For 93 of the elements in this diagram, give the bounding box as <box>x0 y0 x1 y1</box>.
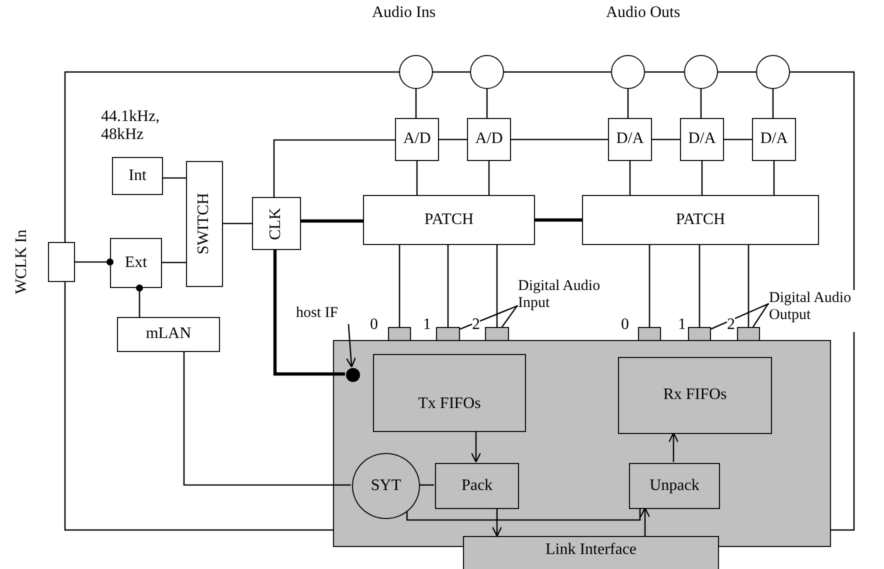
leader-line <box>346 324 356 368</box>
arrow <box>640 507 650 536</box>
block-box <box>608 118 652 161</box>
block-label: mLAN <box>146 325 192 344</box>
block-box <box>752 118 796 161</box>
connector-line <box>162 262 186 264</box>
connector-line <box>773 161 775 195</box>
block-label: SWITCH <box>195 193 214 255</box>
jack-circle <box>756 55 790 89</box>
block-box <box>582 195 819 245</box>
port-box <box>485 327 509 341</box>
connector-line <box>535 218 582 222</box>
block-box <box>110 238 162 288</box>
block-box <box>629 463 720 509</box>
buffer-box <box>618 357 772 434</box>
block-label: PATCH <box>676 210 726 230</box>
block-label: Pack <box>461 476 493 496</box>
connector-line <box>183 352 351 486</box>
block-label: A/D <box>403 130 431 149</box>
leader-line <box>710 303 770 330</box>
connector-line <box>398 245 400 327</box>
block-label: Tx FIFOs <box>418 394 481 414</box>
connector-line <box>511 138 608 140</box>
connector-line <box>724 138 752 140</box>
port-box <box>388 327 411 341</box>
heading-label: Audio Outs <box>606 4 680 22</box>
arrow <box>470 431 482 463</box>
annotation-label: Digital Audio Output <box>769 290 852 324</box>
port-box <box>688 327 711 341</box>
connector-line <box>496 245 498 327</box>
connector-line <box>748 245 750 327</box>
block-label: Rx FIFOs <box>663 386 727 405</box>
junction-dot <box>346 368 360 382</box>
jack-circle <box>684 55 718 89</box>
connector-line <box>163 177 186 179</box>
jack-circle <box>611 55 645 89</box>
leader-line <box>460 305 518 330</box>
block-box <box>435 463 519 509</box>
block-label: D/A <box>616 130 644 149</box>
block-label: SYT <box>370 476 402 496</box>
connector-line <box>273 250 345 376</box>
connector-line <box>700 89 702 118</box>
connector-line <box>301 219 363 223</box>
block-box <box>112 157 163 195</box>
connector-line <box>648 245 650 327</box>
block-box <box>363 195 535 245</box>
connector-line <box>652 138 680 140</box>
block-label: PATCH <box>424 210 474 230</box>
connector-line <box>447 245 449 327</box>
block-label: Ext <box>124 254 148 272</box>
connector-line <box>627 89 629 118</box>
block-label: D/A <box>760 130 788 149</box>
block-box <box>252 197 301 250</box>
leader-line <box>752 303 770 328</box>
block-label: Link Interface <box>545 541 637 560</box>
annotation-label: Digital Audio Input <box>518 278 602 312</box>
jack-circle <box>399 55 433 89</box>
block-label: Unpack <box>650 476 700 496</box>
block-box <box>395 118 439 161</box>
port-box <box>638 327 661 341</box>
connector-line <box>488 161 490 195</box>
connector-line <box>273 139 395 197</box>
port-box <box>737 327 760 341</box>
jack-circle <box>470 55 504 89</box>
connector-line <box>701 161 703 195</box>
connector-line <box>223 222 252 224</box>
side-label: WCLK In <box>13 228 31 296</box>
block-label: Int <box>128 166 146 186</box>
block-box <box>117 317 220 352</box>
connector-box <box>48 242 75 282</box>
connector-line <box>772 89 774 118</box>
annotation-label: host IF <box>296 305 338 322</box>
connector-line <box>439 138 467 140</box>
block-box <box>467 118 511 161</box>
block-box <box>186 161 223 287</box>
connector-line <box>406 508 641 521</box>
connector-line <box>629 161 631 195</box>
arrow <box>492 508 502 537</box>
buffer-box <box>373 354 526 432</box>
heading-label: Audio Ins <box>372 4 436 22</box>
arrow <box>668 432 679 462</box>
port-box <box>436 327 460 341</box>
block-label: D/A <box>688 130 716 149</box>
block-box <box>680 118 724 161</box>
interface-box <box>463 536 719 569</box>
connector-line <box>416 161 418 195</box>
block-label: CLK <box>267 208 286 240</box>
connector-line <box>415 89 417 118</box>
connector-line <box>419 484 434 486</box>
connector-line <box>486 89 488 118</box>
leader-line <box>501 305 518 328</box>
block-label: A/D <box>475 130 503 149</box>
connector-line <box>698 245 700 327</box>
